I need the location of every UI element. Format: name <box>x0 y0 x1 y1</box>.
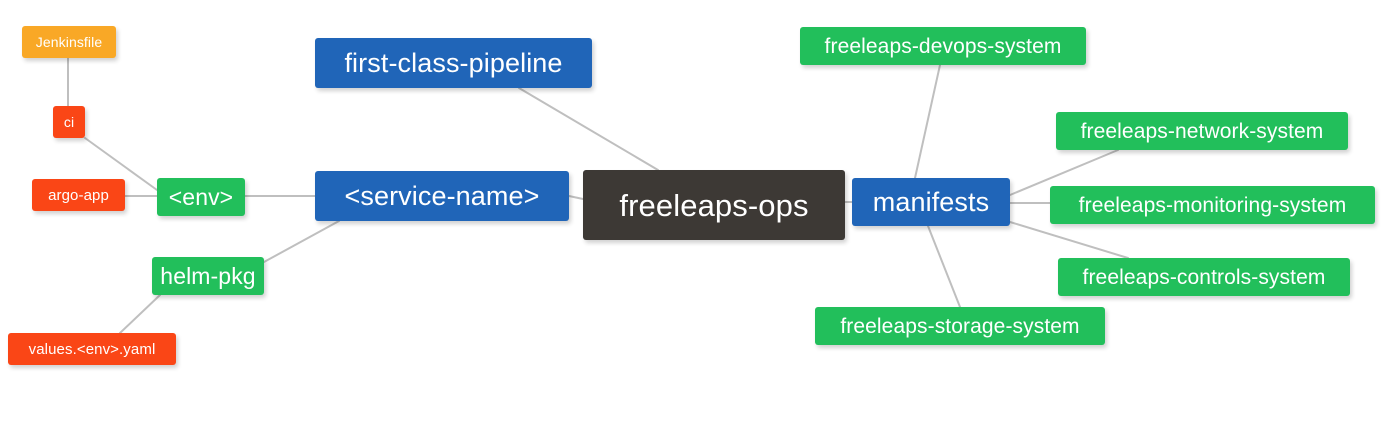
mindmap-node-freeleaps-ops[interactable]: freeleaps-ops <box>583 170 845 240</box>
mindmap-node-label: freeleaps-ops <box>619 187 809 223</box>
mindmap-node-label: argo-app <box>48 186 109 204</box>
mindmap-node-jenkinsfile[interactable]: Jenkinsfile <box>22 26 116 58</box>
mindmap-node-helm-pkg[interactable]: helm-pkg <box>152 257 264 295</box>
mindmap-node-freeleaps-storage-system[interactable]: freeleaps-storage-system <box>815 307 1105 345</box>
mindmap-node-label: freeleaps-storage-system <box>840 314 1080 338</box>
mindmap-node-freeleaps-network-system[interactable]: freeleaps-network-system <box>1056 112 1348 150</box>
mindmap-node-first-class-pipeline[interactable]: first-class-pipeline <box>315 38 592 88</box>
mindmap-node-label: Jenkinsfile <box>35 34 103 50</box>
edge-helm-values <box>119 294 161 334</box>
mindmap-node-freeleaps-devops-system[interactable]: freeleaps-devops-system <box>800 27 1086 65</box>
mindmap-node-freeleaps-controls-system[interactable]: freeleaps-controls-system <box>1058 258 1350 296</box>
mindmap-node-label: values.<env>.yaml <box>28 340 156 358</box>
mindmap-node-freeleaps-monitoring-system[interactable]: freeleaps-monitoring-system <box>1050 186 1375 224</box>
edge-manifests-storage <box>927 225 961 308</box>
edge-manifests-controls <box>1009 221 1129 259</box>
mindmap-node-label: <service-name> <box>344 180 540 211</box>
mindmap-node-label: manifests <box>872 186 990 217</box>
mindmap-node-label: freeleaps-controls-system <box>1082 265 1326 289</box>
mindmap-node-service-name[interactable]: <service-name> <box>315 171 569 221</box>
edge-manifests-devops <box>914 64 941 179</box>
edge-service-helm <box>263 220 340 263</box>
mindmap-node-label: helm-pkg <box>160 262 256 289</box>
mindmap-node-label: ci <box>63 114 75 130</box>
mindmap-node-manifests[interactable]: manifests <box>852 178 1010 226</box>
mindmap-node-ci[interactable]: ci <box>53 106 85 138</box>
mindmap-node-label: freeleaps-devops-system <box>824 34 1062 58</box>
mindmap-node-label: freeleaps-network-system <box>1080 119 1324 143</box>
mindmap-node-label: first-class-pipeline <box>344 47 563 78</box>
edge-root-pipeline <box>518 87 659 171</box>
mindmap-node-label: freeleaps-monitoring-system <box>1078 193 1347 217</box>
mindmap-node-label: <env> <box>168 183 234 210</box>
mindmap-node-env[interactable]: <env> <box>157 178 245 216</box>
mindmap-node-argo-app[interactable]: argo-app <box>32 179 125 211</box>
edge-root-service <box>568 195 584 200</box>
mindmap-node-values-env-yaml[interactable]: values.<env>.yaml <box>8 333 176 365</box>
